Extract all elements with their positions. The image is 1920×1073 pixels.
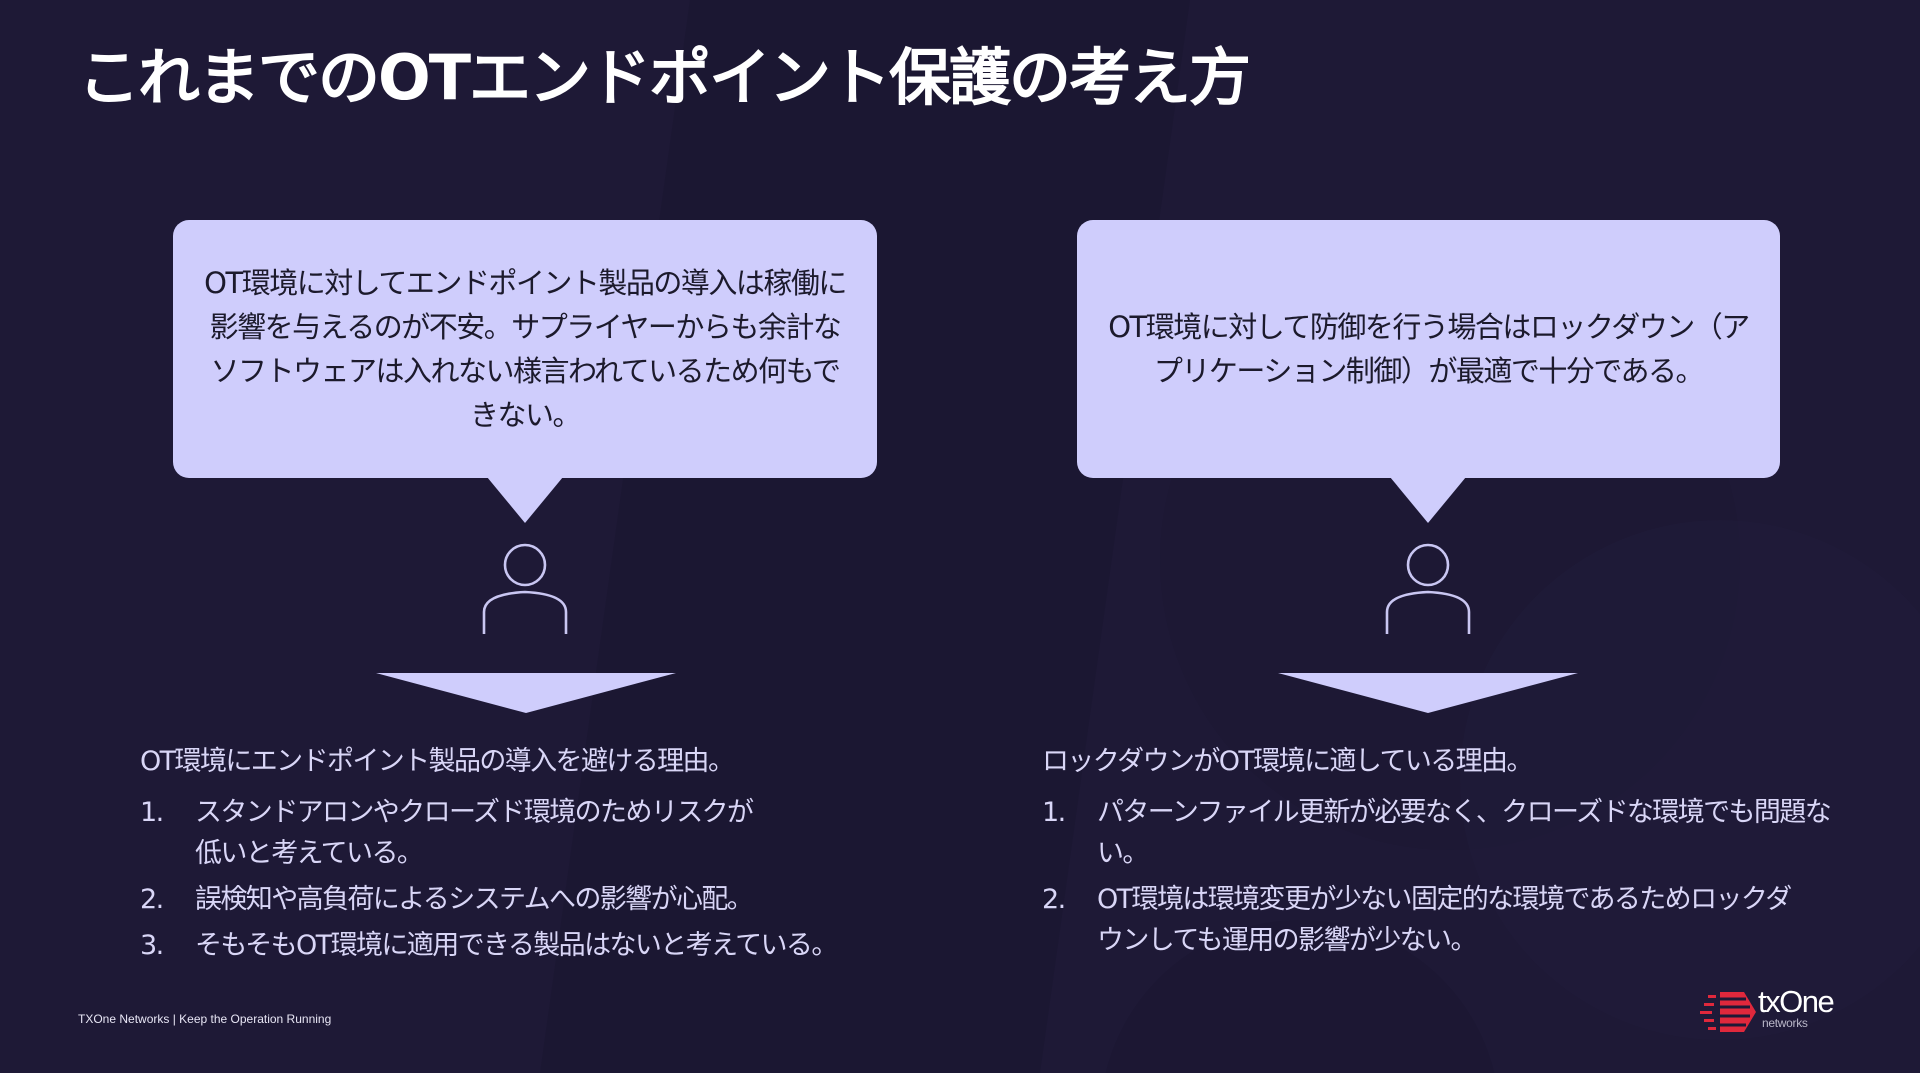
down-arrow-icon [1278,673,1578,713]
reasons-list-left: 1. スタンドアロンやクローズド環境のためリスクが低いと考えている。 2. 誤検… [140,792,940,966]
person-icon [482,543,568,634]
list-number: 2. [140,884,164,915]
list-item: 2. OT環境は環境変更が少ない固定的な環境であるためロックダウンしても運用の影… [1042,879,1852,961]
list-text: OT環境は環境変更が少ない固定的な環境であるためロックダウンしても運用の影響が少… [1097,884,1792,956]
list-item: 1. スタンドアロンやクローズド環境のためリスクが低いと考えている。 [140,792,940,874]
bubble-tail-left [487,477,563,523]
footer-tagline: TXOne Networks | Keep the Operation Runn… [78,1012,332,1026]
bubble-tail-right [1390,477,1466,523]
list-number: 2. [1042,884,1066,915]
list-item: 3. そもそもOT環境に適用できる製品はないと考えている。 [140,925,940,966]
list-text: そもそもOT環境に適用できる製品はないと考えている。 [195,930,838,961]
slide-title: これまでのOTエンドポイント保護の考え方 [78,41,1251,114]
logo-wordmark: txOne [1758,984,1835,1019]
list-number: 1. [140,797,164,828]
down-arrow-icon [376,673,676,713]
txone-logo-mark-icon [1700,992,1756,1032]
reasons-left: OT環境にエンドポイント製品の導入を避ける理由。 1. スタンドアロンやクローズ… [140,743,940,971]
reasons-list-right: 1. パターンファイル更新が必要なく、クローズドな環境でも問題ない。 2. OT… [1042,792,1852,961]
reasons-heading-right: ロックダウンがOT環境に適している理由。 [1042,746,1533,777]
list-text: パターンファイル更新が必要なく、クローズドな環境でも問題ない。 [1097,797,1832,869]
list-text: スタンドアロンやクローズド環境のためリスクが低いと考えている。 [195,797,754,869]
reasons-right: ロックダウンがOT環境に適している理由。 1. パターンファイル更新が必要なく、… [1042,743,1852,966]
list-text: 誤検知や高負荷によるシステムへの影響が心配。 [195,884,754,915]
list-item: 1. パターンファイル更新が必要なく、クローズドな環境でも問題ない。 [1042,792,1852,874]
person-icon [1385,543,1471,634]
bubble-text-right: OT環境に対して防御を行う場合はロックダウン（アプリケーション制御）が最適で十分… [1108,310,1750,388]
list-item: 2. 誤検知や高負荷によるシステムへの影響が心配。 [140,879,940,920]
list-number: 1. [1042,797,1066,828]
logo-subtitle: networks [1762,1016,1808,1030]
bubble-text-left: OT環境に対してエンドポイント製品の導入は稼働に影響を与えるのが不安。サプライヤ… [204,266,847,432]
speech-bubble-left: OT環境に対してエンドポイント製品の導入は稼働に影響を与えるのが不安。サプライヤ… [173,220,877,478]
txone-logo: txOne networks [1700,984,1860,1038]
list-number: 3. [140,930,164,961]
reasons-heading-left: OT環境にエンドポイント製品の導入を避ける理由。 [140,746,735,777]
speech-bubble-right: OT環境に対して防御を行う場合はロックダウン（アプリケーション制御）が最適で十分… [1077,220,1780,478]
